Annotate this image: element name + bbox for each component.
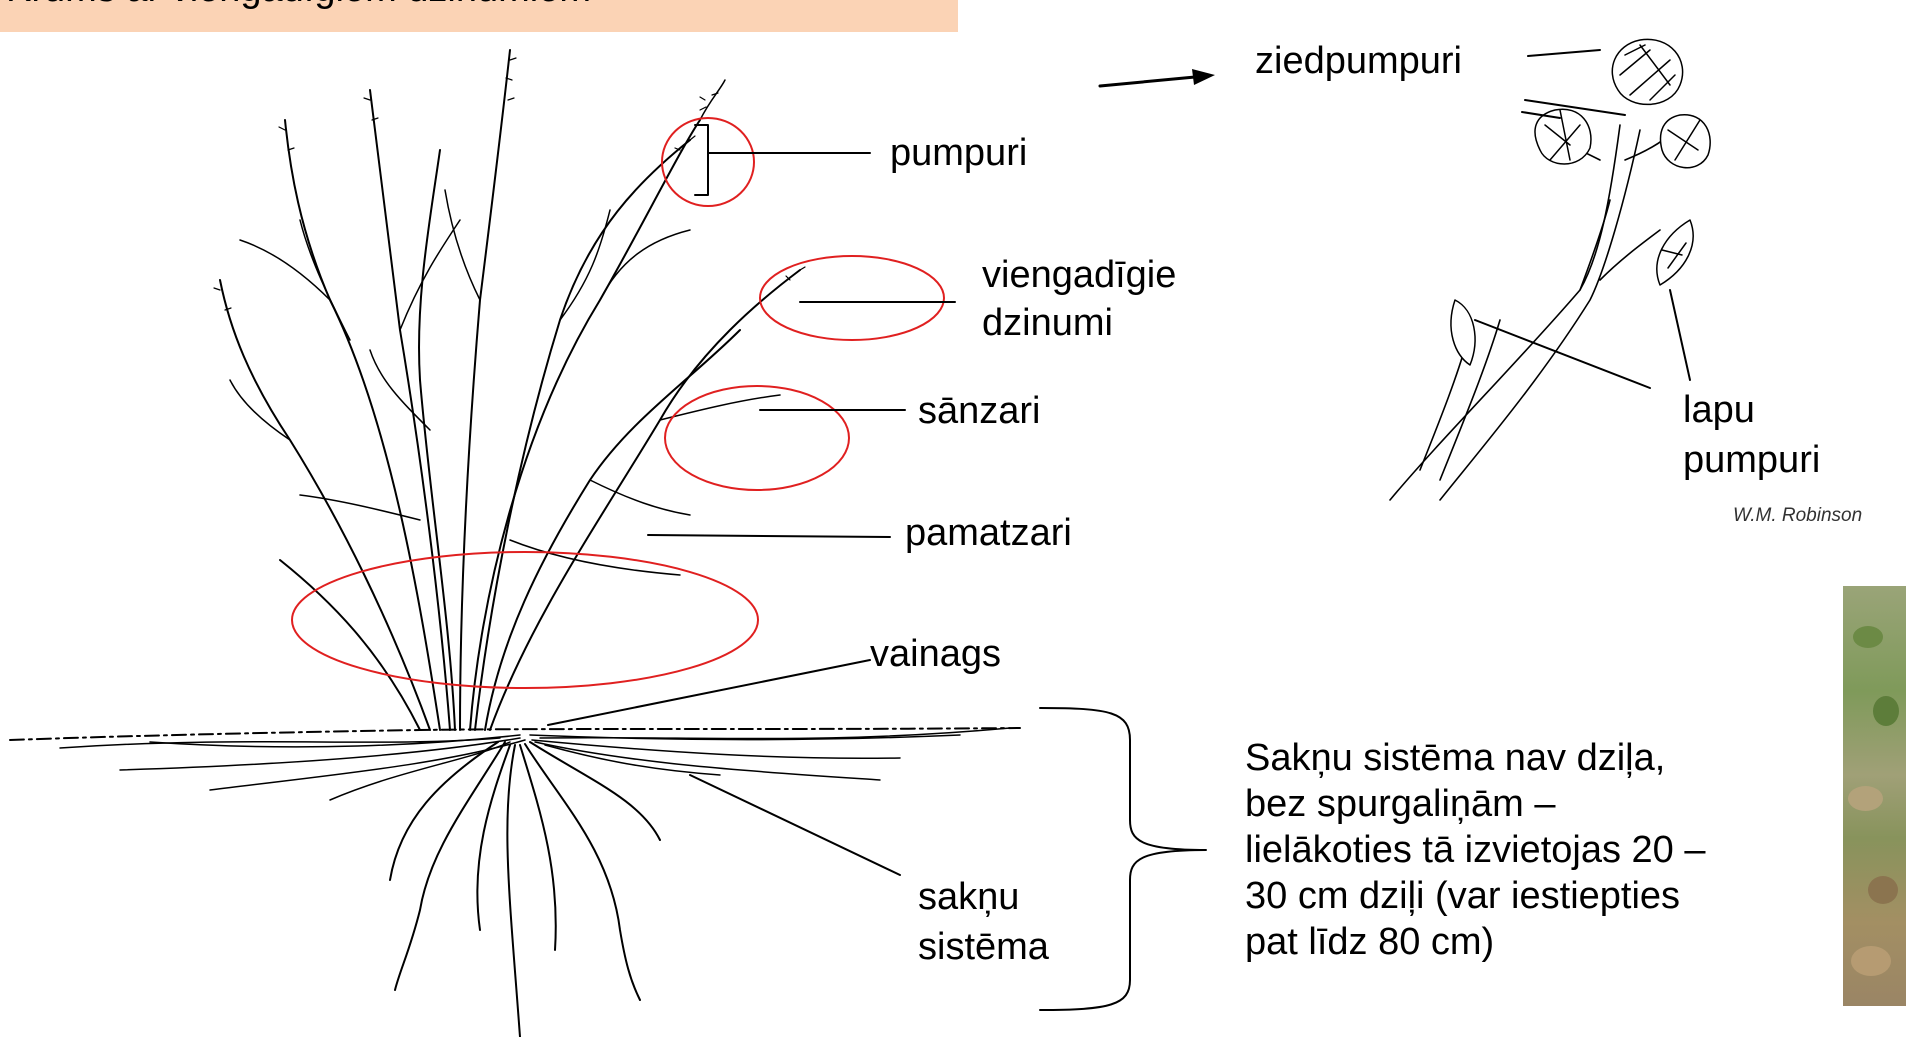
deep-roots (390, 742, 660, 1037)
description-line: Sakņu sistēma nav dziļa, (1245, 735, 1705, 781)
description-line: lielākoties tā izvietojas 20 – (1245, 827, 1705, 873)
label-one-year-shoots-line1: viengadīgie (982, 252, 1176, 298)
bush-photo (1843, 586, 1906, 1006)
root-brace (1040, 708, 1206, 1010)
label-flower-buds: ziedpumpuri (1255, 38, 1462, 84)
arrow (1100, 69, 1215, 86)
label-one-year-shoots-line2: dzinumi (982, 300, 1113, 346)
bud-marks (214, 58, 805, 310)
label-crown: vainags (870, 631, 1001, 677)
description-line: bez spurgaliņām – (1245, 781, 1705, 827)
root-system-description: Sakņu sistēma nav dziļa, bez spurgaliņām… (1245, 735, 1705, 965)
label-leaf-buds-line1: lapu (1683, 387, 1755, 433)
label-buds: pumpuri (890, 130, 1027, 176)
description-line: pat līdz 80 cm) (1245, 919, 1705, 965)
twig-illustration (1390, 125, 1675, 500)
side-branches (230, 80, 780, 575)
illustration-credit: W.M. Robinson (1733, 505, 1862, 527)
highlight-main-branches (292, 552, 758, 688)
label-main-branches: pamatzari (905, 510, 1072, 556)
bud-bracket (695, 125, 708, 195)
leaf-buds (1451, 220, 1693, 365)
flower-buds (1535, 39, 1710, 167)
label-side-branches: sānzari (918, 388, 1041, 434)
description-line: 30 cm dziļi (var iestiepties (1245, 873, 1705, 919)
highlight-side-branches (665, 386, 849, 490)
lateral-roots (60, 728, 1010, 800)
label-root-system-line1: sakņu (918, 874, 1019, 920)
label-root-system-line2: sistēma (918, 924, 1049, 970)
highlight-one-year-shoots (760, 256, 944, 340)
label-leaf-buds-line2: pumpuri (1683, 437, 1820, 483)
